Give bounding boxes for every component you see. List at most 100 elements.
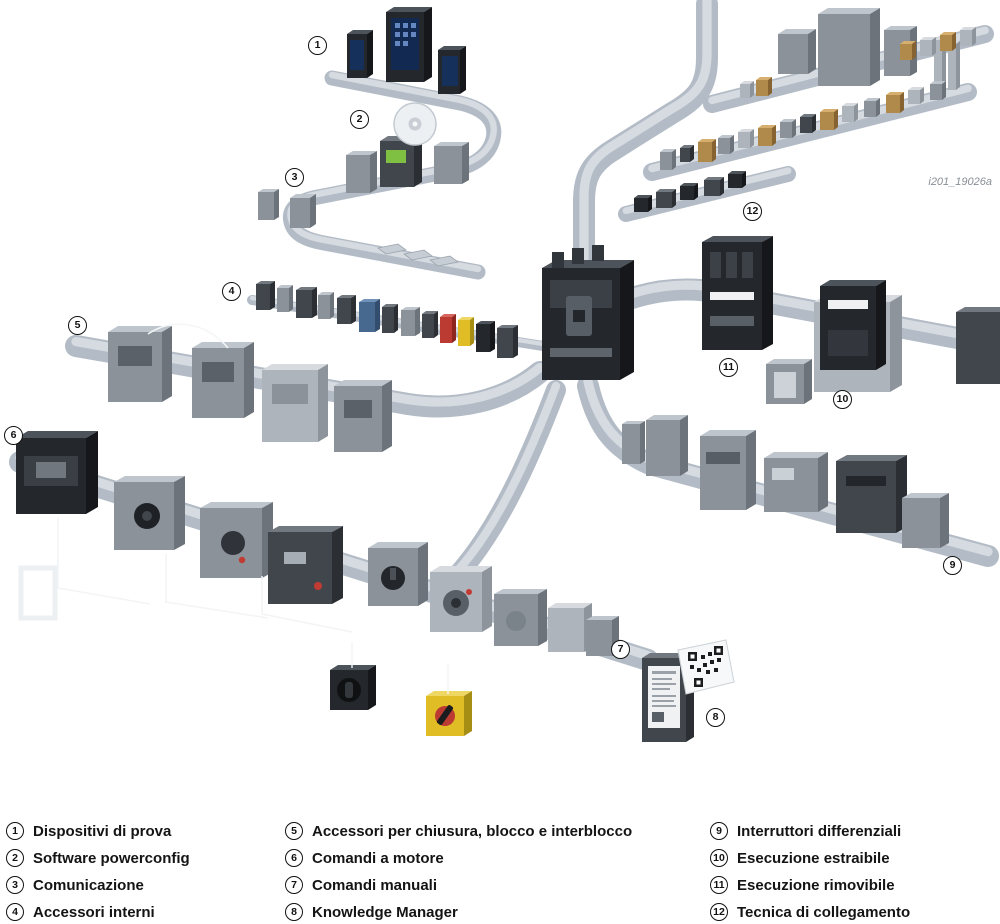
legend-item-label: Dispositivi di prova — [33, 822, 172, 840]
lug-b14 — [930, 81, 946, 100]
internal-acc-4 — [318, 292, 334, 319]
internal-acc-1 — [256, 281, 275, 310]
lug-a4 — [960, 27, 976, 46]
legend-item-number: 11 — [710, 876, 728, 894]
legend-item-number: 2 — [6, 849, 24, 867]
rcd-breaker-b — [836, 455, 907, 533]
emergency-handle — [435, 664, 455, 726]
callout-5: 5 — [68, 316, 87, 335]
legend-item-label: Interruttori differenziali — [737, 822, 902, 840]
legend-item-label: Comunicazione — [33, 876, 144, 894]
lug-a2 — [920, 37, 936, 56]
legend-item-label: Knowledge Manager — [312, 903, 458, 921]
removable-breaker-details — [710, 252, 754, 326]
internal-acc-11 — [458, 317, 474, 346]
motor-op-cables — [57, 518, 353, 633]
callout-7: 7 — [611, 640, 630, 659]
motor-breaker-details — [24, 456, 78, 486]
legend-item-number: 1 — [6, 822, 24, 840]
tablet-screen — [350, 18, 458, 86]
legend-item-label: Accessori interni — [33, 903, 155, 921]
legend-item-label: Accessori per chiusura, blocco e interbl… — [312, 822, 633, 840]
system-diagram — [9, 0, 1000, 742]
comm-display-screen — [386, 150, 406, 163]
lug-b5 — [738, 129, 754, 148]
comm-module-small-b — [290, 194, 316, 228]
terminal-c2 — [656, 189, 676, 208]
lug-b12 — [886, 92, 904, 113]
callout-3: 3 — [285, 168, 304, 187]
rcd-accessory — [622, 421, 645, 464]
legend-item-number: 7 — [285, 876, 303, 894]
callout-12: 12 — [743, 202, 762, 221]
legend: 1 Dispositivi di prova 2 Software powerc… — [0, 820, 1000, 924]
lug-a1 — [900, 41, 916, 60]
callout-1: 1 — [308, 36, 327, 55]
legend-column-3: 9 Interruttori differenziali 10 Esecuzio… — [710, 822, 910, 921]
legend-item-number: 12 — [710, 903, 728, 921]
interlock-cable — [147, 323, 229, 349]
legend-item-9: 9 Interruttori differenziali — [710, 822, 910, 840]
legend-item-2: 2 Software powerconfig — [6, 849, 190, 867]
lug-b7 — [780, 119, 796, 138]
rcd-module-c — [902, 493, 949, 548]
callout-10: 10 — [833, 390, 852, 409]
lug-b11 — [864, 98, 880, 117]
legend-item-7: 7 Comandi manuali — [285, 876, 632, 894]
internal-acc-5 — [337, 295, 356, 324]
lug-b8 — [800, 114, 816, 133]
door-frame-accessory — [18, 565, 58, 621]
callout-9: 9 — [943, 556, 962, 575]
terminal-c3 — [680, 183, 698, 200]
legend-item-number: 5 — [285, 822, 303, 840]
central-breaker-details — [550, 245, 612, 357]
legend-item-label: Tecnica di collegamento — [737, 903, 911, 921]
rcd-breaker-a — [700, 430, 756, 510]
legend-item-8: 8 Knowledge Manager — [285, 903, 632, 921]
legend-item-number: 4 — [6, 903, 24, 921]
legend-item-4: 4 Accessori interni — [6, 903, 190, 921]
internal-acc-12 — [476, 321, 495, 352]
legend-column-2: 5 Accessori per chiusura, blocco e inter… — [285, 822, 632, 921]
legend-item-6: 6 Comandi a motore — [285, 849, 632, 867]
legend-item-12: 12 Tecnica di collegamento — [710, 903, 910, 921]
lug-b2 — [680, 145, 694, 162]
manual-op-dials — [381, 566, 526, 631]
device-details — [18, 18, 886, 728]
legend-item-label: Software powerconfig — [33, 849, 190, 867]
internal-acc-8 — [401, 307, 420, 336]
lug-b6 — [758, 125, 776, 146]
lug-b9 — [820, 109, 838, 130]
internal-acc-9 — [422, 311, 438, 338]
internal-acc-2 — [277, 285, 293, 312]
lug-b1 — [660, 149, 676, 170]
comm-module-small-a — [258, 189, 279, 220]
legend-item-number: 9 — [710, 822, 728, 840]
lug-a3 — [940, 32, 956, 51]
legend-item-number: 8 — [285, 903, 303, 921]
lug-b3 — [698, 139, 716, 162]
drawout-breaker — [820, 280, 886, 370]
legend-item-label: Esecuzione rimovibile — [737, 876, 895, 894]
qr-code-card — [677, 639, 735, 695]
manual-op-d — [548, 603, 592, 652]
legend-item-10: 10 Esecuzione estraibile — [710, 849, 910, 867]
lug-a0 — [740, 81, 754, 98]
callout-11: 11 — [719, 358, 738, 377]
figure-watermark: i201_19026a — [928, 176, 992, 188]
callout-4: 4 — [222, 282, 241, 301]
internal-acc-10 — [440, 314, 456, 343]
lug-b13 — [908, 87, 924, 104]
lug-a05 — [756, 77, 772, 96]
legend-item-number: 10 — [710, 849, 728, 867]
phase-plate-b — [948, 41, 960, 90]
km-phone-screen — [648, 666, 680, 728]
motor-op-dials — [134, 503, 322, 590]
legend-item-label: Comandi a motore — [312, 849, 444, 867]
callout-8: 8 — [706, 708, 725, 727]
terminal-c5 — [728, 171, 746, 188]
legend-item-5: 5 Accessori per chiusura, blocco e inter… — [285, 822, 632, 840]
powerconfig-disc — [393, 102, 437, 146]
internal-acc-13 — [497, 325, 518, 358]
terminal-c1 — [634, 195, 652, 212]
